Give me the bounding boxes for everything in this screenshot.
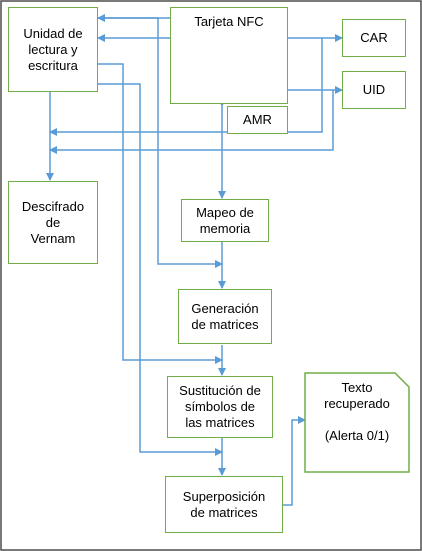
amr-label: AMR xyxy=(243,112,272,127)
connector-rw-superposition xyxy=(91,80,223,456)
vernam-box: Descifrado de Vernam xyxy=(8,181,98,264)
nfc-card-label: Tarjeta NFC xyxy=(194,14,264,29)
car-label: CAR xyxy=(360,30,388,45)
uid-label: UID xyxy=(362,82,386,97)
rw-unit-label: Unidad de lectura y escritura xyxy=(23,25,83,73)
symbol-sub-label: Sustitución de símbolos de las matrices xyxy=(179,383,261,430)
amr-box: AMR xyxy=(227,106,288,134)
superposition-box: Superposición de matrices xyxy=(165,476,283,533)
rw-unit-box: Unidad de lectura y escritura xyxy=(8,7,98,92)
vernam-label: Descifrado de Vernam xyxy=(21,198,85,246)
memory-map-box: Mapeo de memoria xyxy=(181,199,269,242)
recovered-text-shape xyxy=(304,372,410,473)
car-box: CAR xyxy=(342,19,406,57)
matrix-gen-box: Generación de matrices xyxy=(178,289,272,344)
memory-map-label: Mapeo de memoria xyxy=(196,204,254,236)
connector-superposition-text xyxy=(283,416,306,506)
recovered-text-box: Texto recuperado (Alerta 0/1) xyxy=(305,380,409,472)
matrix-gen-label: Generación de matrices xyxy=(191,300,259,332)
nfc-card-box: Tarjeta NFC xyxy=(170,7,288,104)
symbol-sub-box: Sustitución de símbolos de las matrices xyxy=(167,376,273,438)
uid-box: UID xyxy=(342,71,406,109)
recovered-text-label: Texto recuperado (Alerta 0/1) xyxy=(324,380,390,443)
superposition-label: Superposición de matrices xyxy=(182,488,266,520)
